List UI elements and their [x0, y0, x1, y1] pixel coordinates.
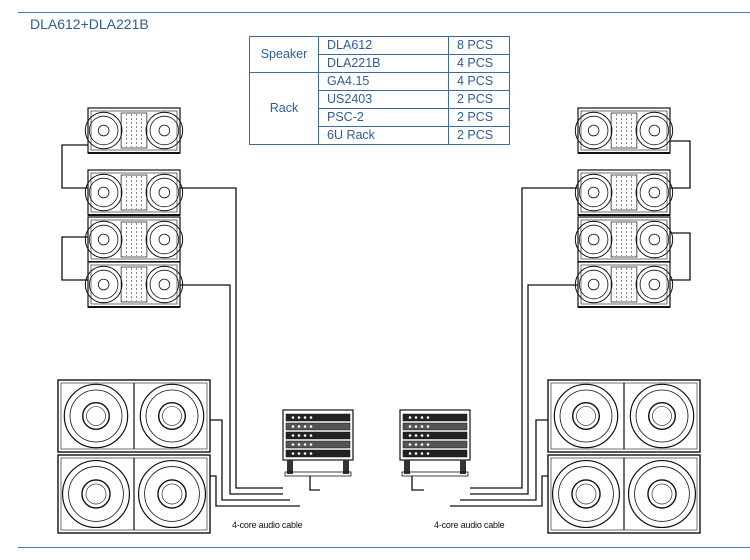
subwoofer-right-bottom: [547, 454, 701, 534]
cable-left-speaker-2: [180, 284, 283, 495]
item-cell: 6U Rack: [318, 126, 449, 145]
amplifier-rack-right: [399, 409, 471, 477]
cable-label-left: 4-core audio cable: [232, 520, 303, 530]
line-array-speaker-right-3: [574, 216, 674, 263]
amplifier-rack-left: [282, 409, 354, 477]
table-row: Rack GA4.15 4 PCS: [249, 72, 510, 145]
table-row: US2403 2 PCS: [250, 90, 510, 109]
cable-right-sub-2: [450, 475, 548, 507]
line-array-speaker-left-4: [84, 261, 184, 308]
group-label-rack: Rack: [249, 72, 319, 145]
bottom-rule: [18, 547, 750, 548]
cable-label-right: 4-core audio cable: [434, 520, 505, 530]
line-array-speaker-left-3: [84, 216, 184, 263]
diagram-title: DLA612+DLA221B: [30, 16, 149, 32]
subwoofer-left-bottom: [57, 454, 211, 534]
cable-left-rack-jumper: [309, 476, 320, 491]
link-left-upper: [61, 144, 88, 189]
line-array-speaker-right-1: [574, 107, 674, 154]
group-label-speaker: Speaker: [249, 36, 319, 73]
line-array-speaker-left-1: [84, 107, 184, 154]
subwoofer-right-top: [547, 379, 701, 453]
equipment-table: Speaker DLA612 8 PCS DLA221B 4 PCS Rack …: [249, 36, 510, 145]
link-left-lower: [61, 236, 88, 281]
subwoofer-left-top: [57, 379, 211, 453]
qty-cell: 4 PCS: [448, 72, 510, 91]
link-right-upper: [670, 140, 691, 189]
top-rule: [18, 12, 750, 13]
cable-left-sub-2: [210, 475, 300, 507]
table-row: 6U Rack 2 PCS: [250, 126, 510, 145]
table-row: PSC-2 2 PCS: [250, 108, 510, 127]
cable-right-speaker-1: [470, 187, 578, 489]
qty-cell: 2 PCS: [448, 126, 510, 145]
cable-left-speaker-1: [180, 187, 283, 489]
item-cell: DLA612: [318, 36, 449, 55]
qty-cell: 2 PCS: [448, 108, 510, 127]
table-row: DLA221B 4 PCS: [250, 54, 510, 73]
cable-right-sub-1: [460, 419, 548, 501]
cable-right-speaker-2: [470, 284, 578, 495]
cable-left-sub-1: [210, 419, 290, 501]
line-array-speaker-left-2: [84, 169, 184, 216]
line-array-speaker-right-2: [574, 169, 674, 216]
line-array-speaker-right-4: [574, 261, 674, 308]
link-right-lower: [670, 232, 691, 281]
item-cell: GA4.15: [318, 72, 449, 91]
cable-right-rack-jumper: [411, 476, 424, 491]
